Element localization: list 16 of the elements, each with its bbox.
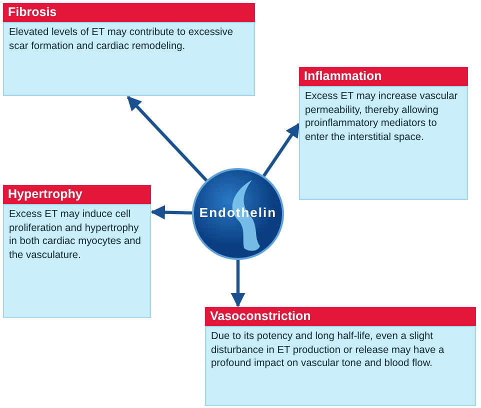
card-description: Elevated levels of ET may contribute to excessive scar formation and cardiac remodeling. — [3, 22, 255, 96]
arrow — [126, 96, 208, 182]
hub-label: Endothelin — [198, 205, 278, 220]
info-card — [205, 307, 476, 406]
arrow — [230, 260, 246, 308]
info-card — [3, 3, 255, 96]
card-description: Excess ET may increase vascular permeability, thereby allowing proinflammatory mediators to enter the interstitial space. — [299, 86, 468, 200]
card-heading: Vasoconstriction — [205, 307, 476, 326]
card-description: Excess ET may induce cell proliferation and hypertrophy in both cardiac myocytes and the vasculature. — [3, 204, 151, 318]
arrow — [262, 122, 300, 177]
card-heading: Hypertrophy — [3, 185, 151, 204]
card-heading: Fibrosis — [3, 3, 255, 22]
card-description: Due to its potency and long half-life, even a slight disturbance in ET production or release may have a profound impact on vascular tone and blood flow. — [205, 326, 476, 406]
card-heading: Inflammation — [299, 67, 468, 86]
arrow — [150, 205, 192, 220]
endothelin-circle — [192, 168, 284, 260]
